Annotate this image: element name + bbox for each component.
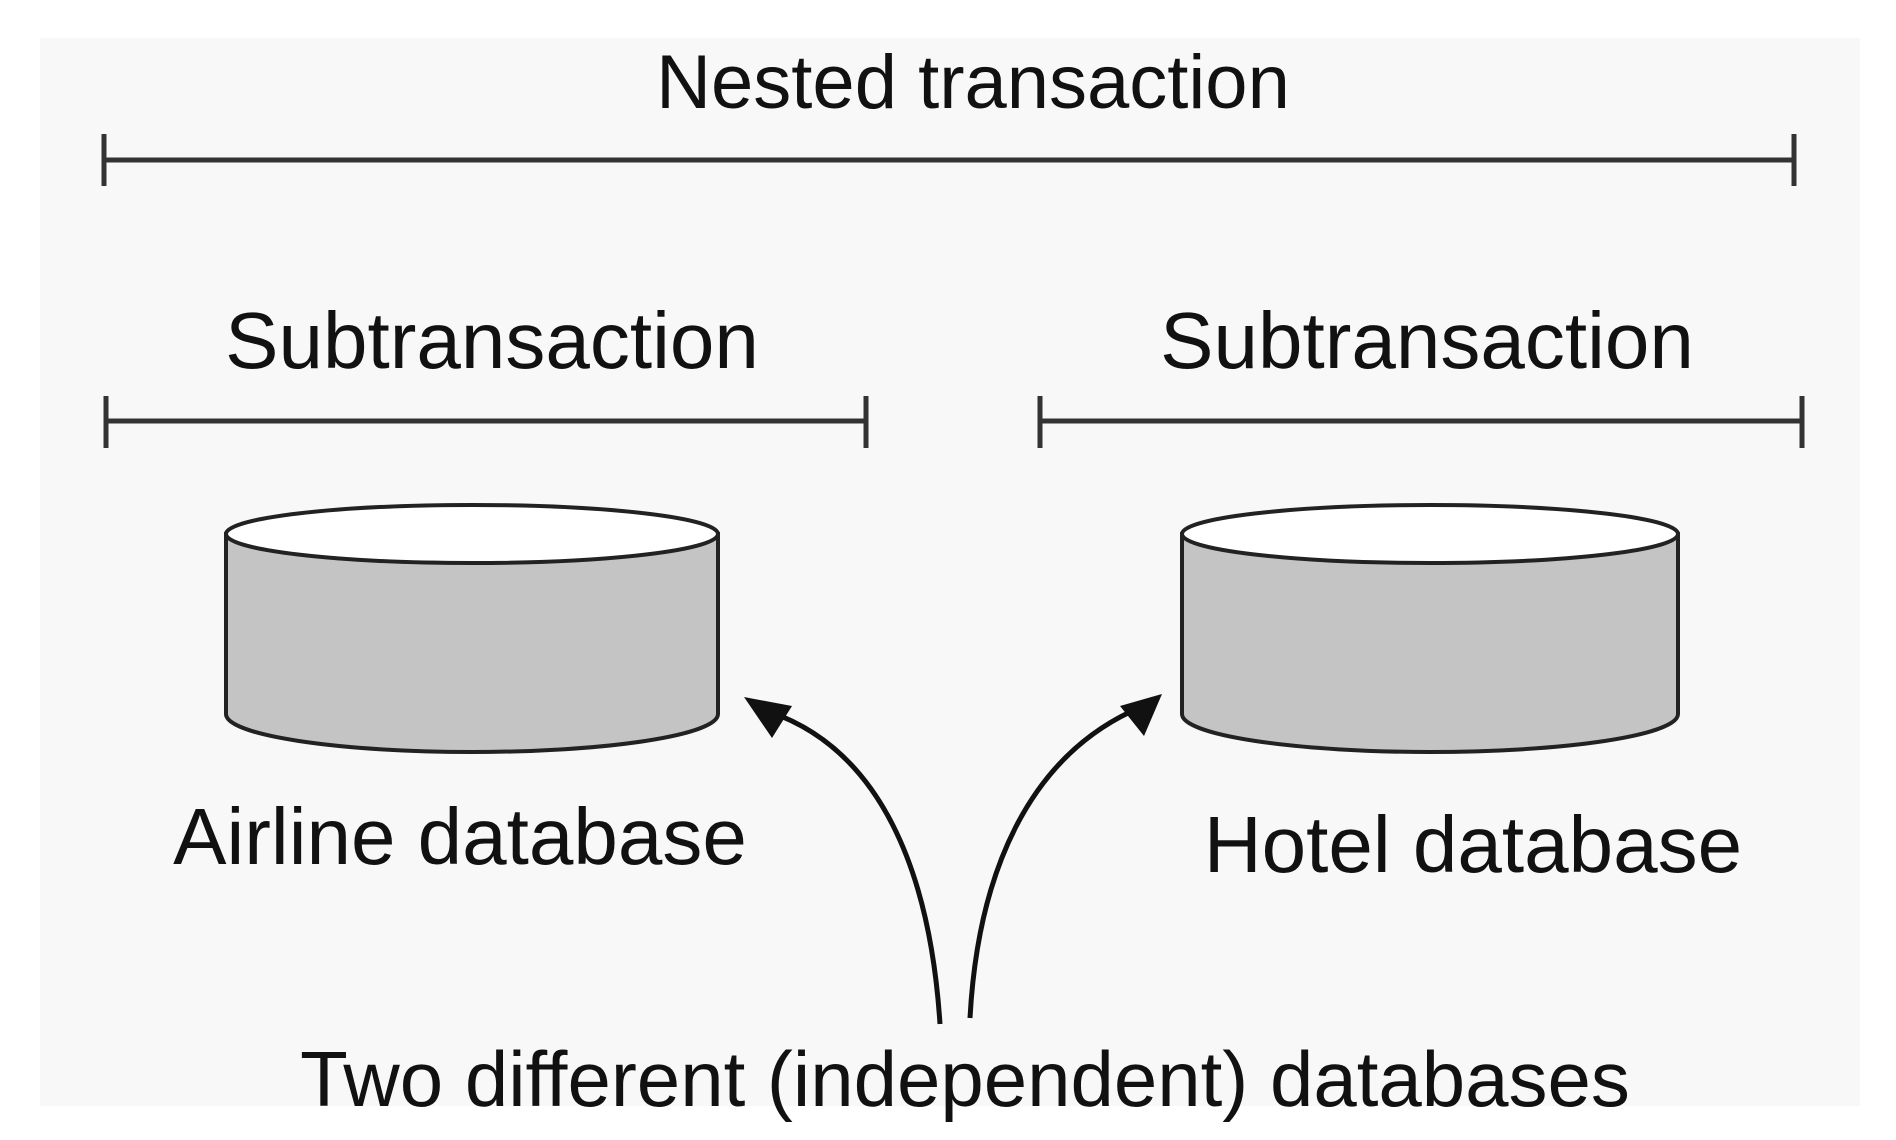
subtransaction-left-span bbox=[103, 396, 869, 448]
hotel-database-label: Hotel database bbox=[1204, 800, 1742, 889]
airline-cylinder-body bbox=[224, 532, 720, 754]
arrowhead-airline-icon bbox=[744, 697, 792, 738]
arrowhead-hotel-icon bbox=[1120, 694, 1162, 736]
airline-cylinder-top bbox=[224, 503, 720, 565]
nested-transaction-span bbox=[101, 134, 1797, 186]
pointer-arrows bbox=[769, 709, 1132, 1025]
diagram-caption: Two different (independent) databases bbox=[300, 1035, 1630, 1123]
airline-database-label: Airline database bbox=[173, 792, 747, 881]
subtransaction-right-span bbox=[1037, 396, 1805, 448]
subtransaction-left-label: Subtransaction bbox=[225, 296, 759, 385]
airline-database-icon bbox=[224, 503, 720, 754]
subtransaction-right-label: Subtransaction bbox=[1160, 296, 1694, 385]
arrow-to-airline-database bbox=[769, 709, 943, 1025]
hotel-database-icon bbox=[1180, 503, 1680, 754]
nested-transaction-title: Nested transaction bbox=[656, 40, 1290, 125]
arrow-to-hotel-database bbox=[967, 709, 1132, 1019]
hotel-cylinder-top bbox=[1180, 503, 1680, 565]
hotel-cylinder-body bbox=[1180, 532, 1680, 754]
